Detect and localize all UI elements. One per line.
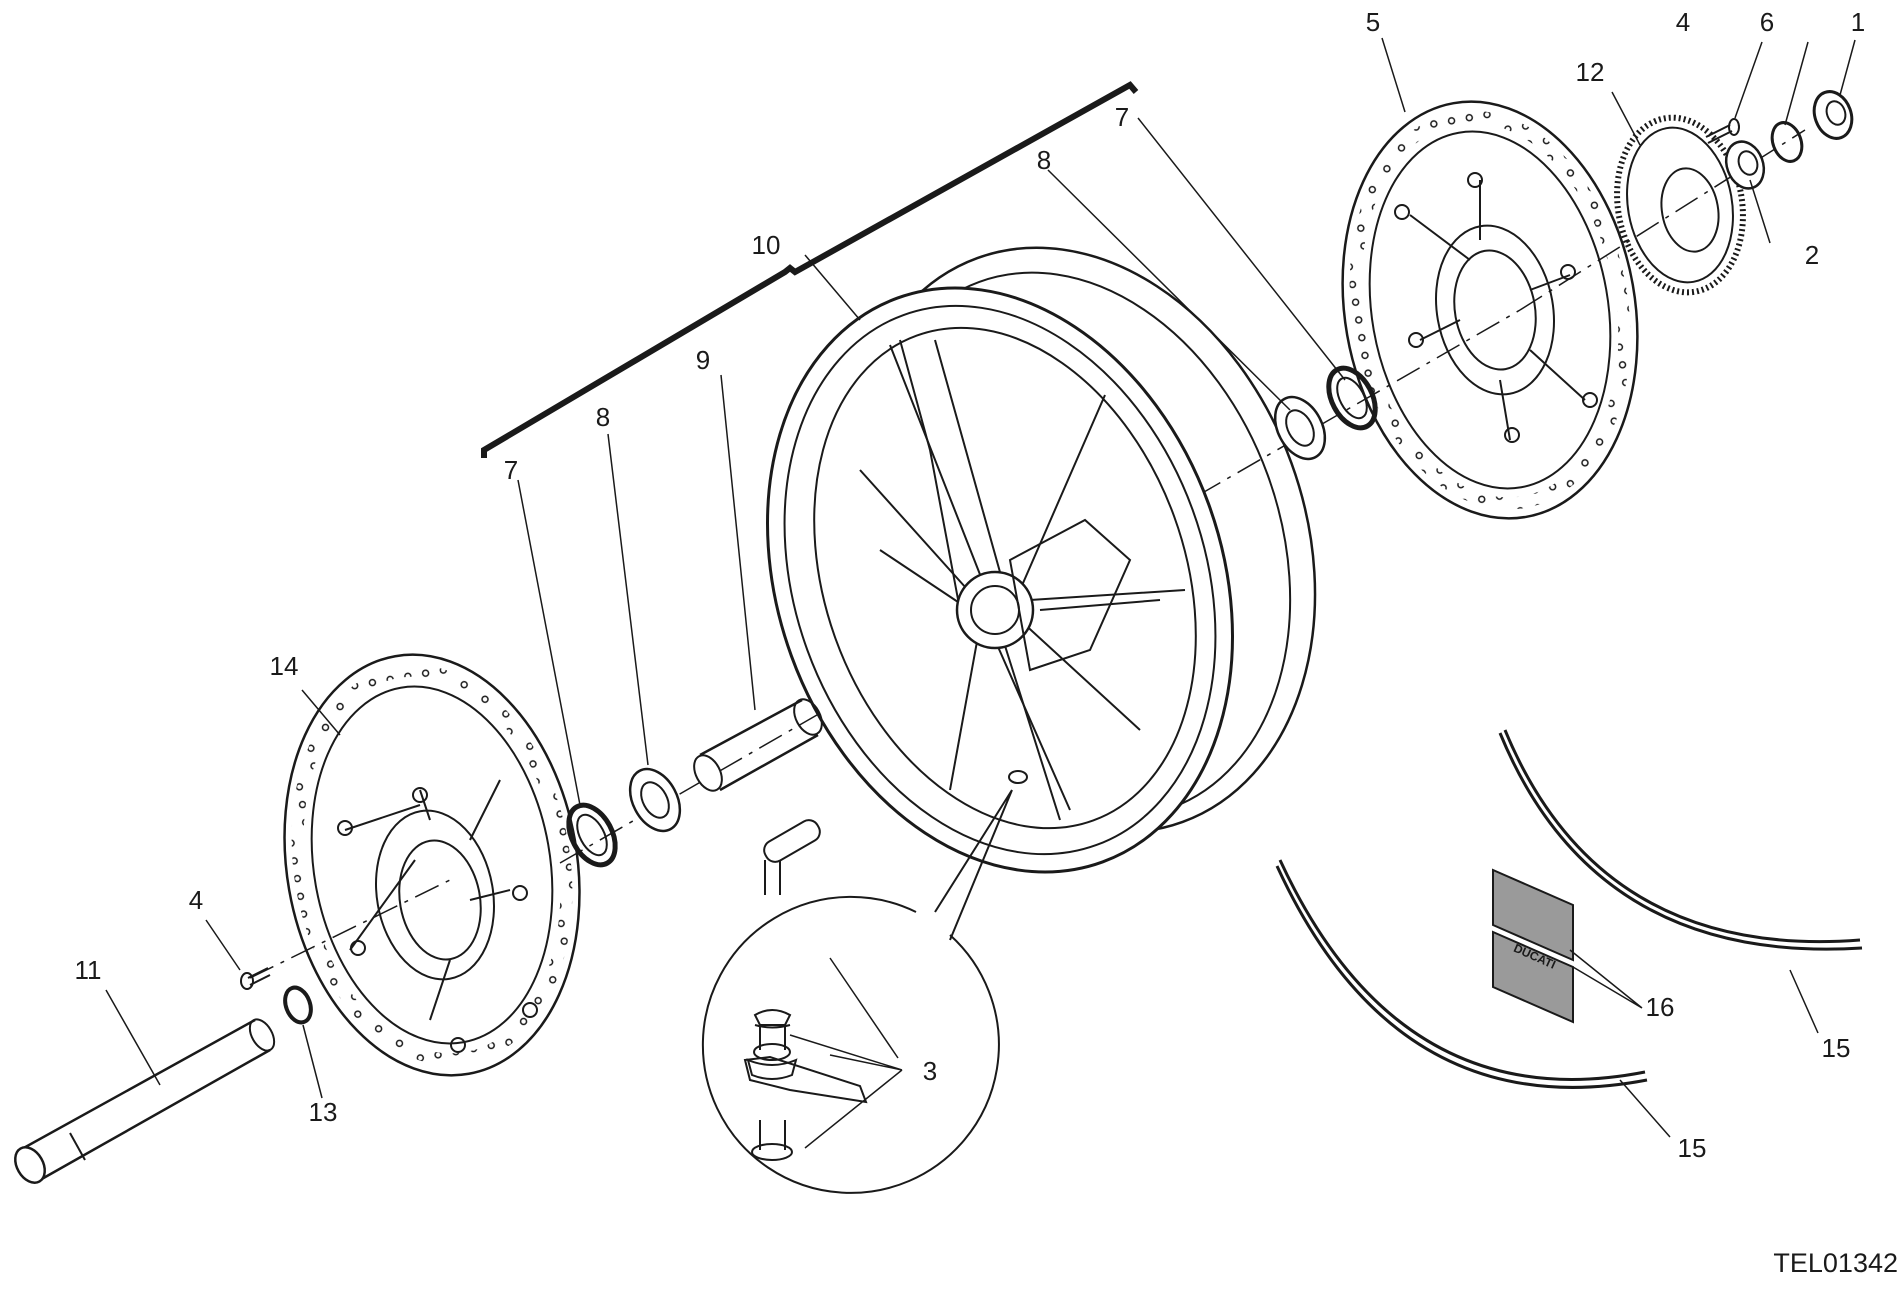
screw-4-right [1705, 118, 1740, 144]
callout-1: 1 [1850, 7, 1866, 37]
callout-2: 2 [1804, 240, 1820, 270]
screw-4-left [240, 967, 271, 990]
callout-9: 9 [695, 345, 711, 375]
leader-lines [105, 37, 1856, 1149]
callout-4-right: 4 [1675, 7, 1691, 37]
nut-13 [283, 985, 313, 1025]
ducati-decals [1492, 868, 1574, 1024]
balance-strip-upper [1498, 729, 1863, 951]
callout-5: 5 [1365, 7, 1381, 37]
left-disc-centerline [249, 879, 451, 979]
drawing-code: TEL01342 [1773, 1248, 1898, 1278]
wheel-spacer [693, 698, 823, 792]
front-axle-11 [14, 1018, 276, 1184]
front-wheel [766, 246, 1317, 874]
axle-nut-1 [1812, 90, 1854, 140]
callout-8-left: 8 [595, 402, 611, 432]
callout-13: 13 [308, 1097, 338, 1127]
callout-15-upper: 15 [1821, 1033, 1851, 1063]
callout-7-right: 7 [1114, 102, 1130, 132]
balance-strip-lower [1275, 859, 1648, 1089]
callout-12: 12 [1575, 57, 1605, 87]
callout-7-left: 7 [503, 455, 519, 485]
valve-detail-bubble [701, 789, 1013, 1194]
brake-disc-left [283, 653, 581, 1077]
callout-10: 10 [751, 230, 781, 260]
callout-8-right: 8 [1036, 145, 1052, 175]
callout-16: 16 [1645, 992, 1675, 1022]
callout-14: 14 [269, 651, 299, 681]
callout-15-lower: 15 [1677, 1133, 1707, 1163]
assembly-bracket [481, 81, 1139, 458]
callout-4-left: 4 [188, 885, 204, 915]
callout-11: 11 [74, 955, 102, 985]
bearing-left [628, 767, 682, 833]
circlip-6 [1770, 121, 1804, 163]
abs-tone-wheel [1614, 114, 1746, 296]
callout-3: 3 [922, 1056, 938, 1086]
bearing-right [1273, 395, 1327, 461]
brake-disc-right [1341, 100, 1639, 520]
spacer-2 [1724, 140, 1766, 190]
callout-6: 6 [1759, 7, 1775, 37]
